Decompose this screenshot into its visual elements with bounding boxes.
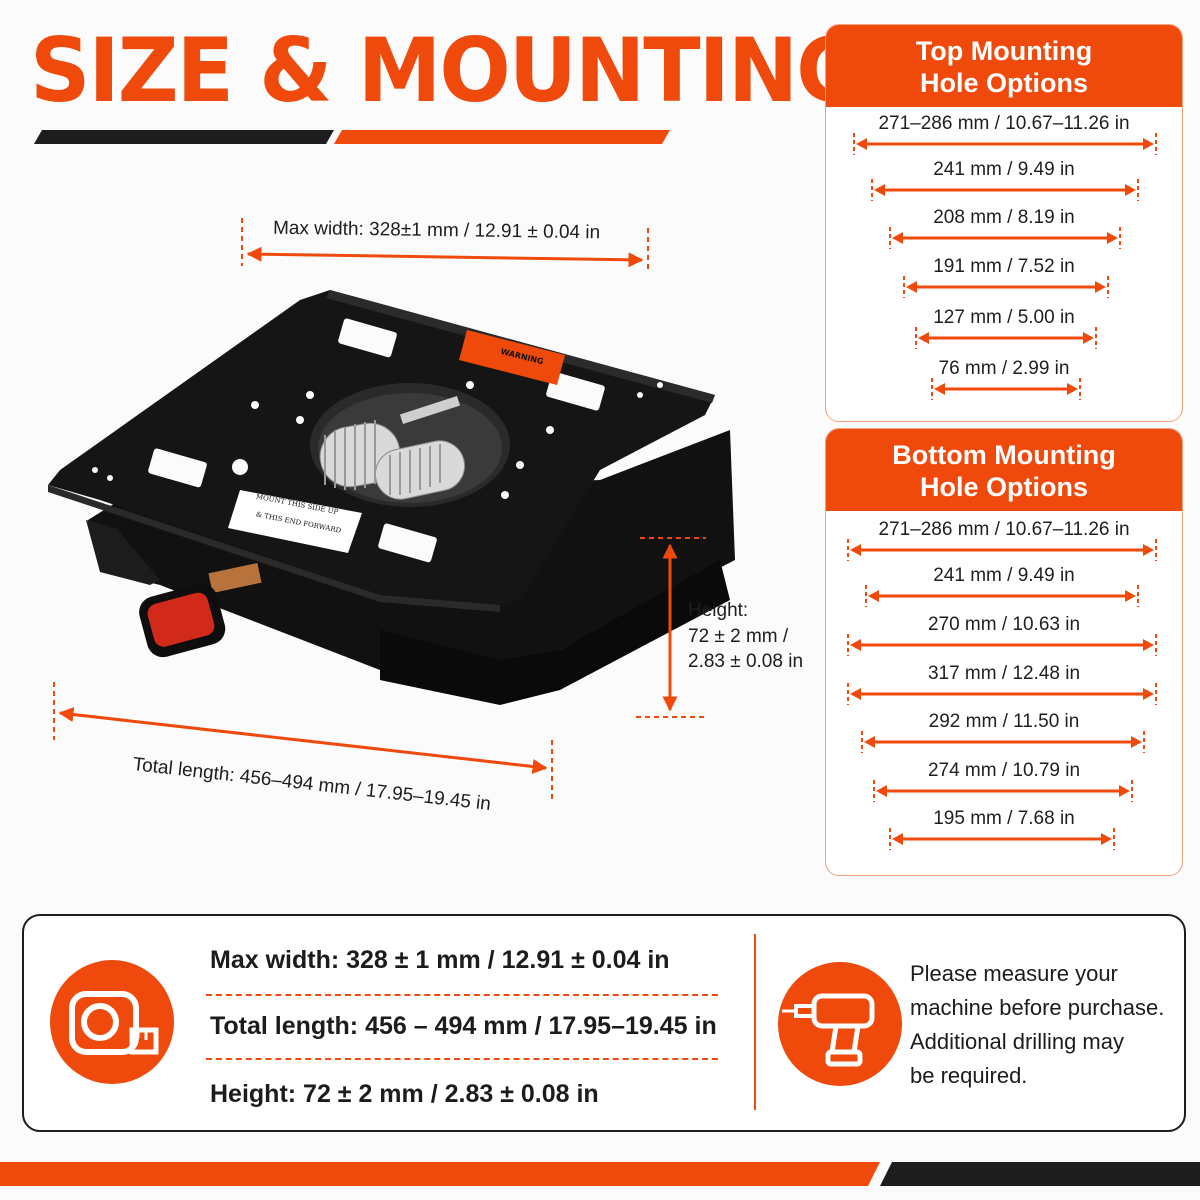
mounting-row-label: 76 mm / 2.99 in	[938, 358, 1070, 379]
mounting-row-label: 271–286 mm / 10.67–11.26 in	[878, 113, 1130, 134]
spec-summary-box	[22, 914, 1186, 1132]
note-line: Additional drilling may	[910, 1029, 1124, 1054]
note-line: machine before purchase.	[910, 995, 1165, 1020]
mounting-row-arrow	[889, 828, 1115, 850]
mounting-row-label: 208 mm / 8.19 in	[933, 207, 1075, 228]
drill-icon	[778, 962, 902, 1086]
mounting-row-label: 127 mm / 5.00 in	[933, 307, 1075, 328]
height-label-line1: Height:	[688, 600, 749, 621]
page-title: SIZE & MOUNTING	[30, 19, 865, 122]
bottom-mounting-title: Bottom Mounting Hole Options	[826, 429, 1182, 511]
seat-base-plate: WARNING MOUNT THIS SIDE UP & THIS END FO…	[48, 290, 735, 705]
top-mounting-title: Top Mounting Hole Options	[826, 25, 1182, 107]
mounting-row-label: 241 mm / 9.49 in	[933, 565, 1075, 586]
max-width-label: Max width: 328±1 mm / 12.91 ± 0.04 in	[272, 217, 601, 244]
mounting-row-label: 195 mm / 7.68 in	[933, 808, 1075, 829]
title-underline	[34, 130, 670, 144]
spec-separator	[206, 1058, 718, 1060]
spec-max-width: Max width: 328 ± 1 mm / 12.91 ± 0.04 in	[210, 946, 670, 974]
mounting-row-arrow	[847, 683, 1157, 705]
mounting-row-arrow	[873, 780, 1133, 802]
spec-total-length: Total length: 456 – 494 mm / 17.95–19.45…	[210, 1012, 717, 1040]
mounting-row-arrow	[865, 585, 1139, 607]
footer-stripe	[0, 1162, 1200, 1186]
height-label-line3: 2.83 ± 0.08 in	[688, 651, 804, 672]
mounting-row-arrow	[915, 327, 1097, 349]
mounting-row-arrow	[853, 133, 1157, 155]
mounting-row-arrow	[847, 539, 1157, 561]
mounting-row-arrow	[847, 634, 1157, 656]
mounting-row-arrow	[861, 731, 1145, 753]
note-line: Please measure your	[910, 961, 1118, 986]
note-line: be required.	[910, 1063, 1028, 1088]
mounting-row-arrow	[871, 179, 1139, 201]
tape-measure-icon	[50, 960, 174, 1084]
mounting-row-arrow	[889, 227, 1121, 249]
info-divider	[754, 934, 756, 1110]
mounting-row-label: 271–286 mm / 10.67–11.26 in	[878, 519, 1130, 540]
bottom-mounting-panel: Bottom Mounting Hole Options 271–286 mm …	[825, 428, 1183, 876]
mounting-row-label: 191 mm / 7.52 in	[933, 256, 1075, 277]
mounting-row-arrow	[903, 276, 1109, 298]
mounting-row-label: 317 mm / 12.48 in	[927, 663, 1081, 684]
top-mounting-panel: Top Mounting Hole Options 271–286 mm / 1…	[825, 24, 1183, 422]
mounting-row-label: 292 mm / 11.50 in	[928, 711, 1080, 732]
mounting-row-label: 241 mm / 9.49 in	[933, 159, 1075, 180]
mounting-row-label: 274 mm / 10.79 in	[927, 760, 1081, 781]
height-label-line2: 72 ± 2 mm /	[688, 626, 789, 647]
mounting-row-arrow	[931, 378, 1081, 400]
spec-height: Height: 72 ± 2 mm / 2.83 ± 0.08 in	[210, 1080, 599, 1108]
spec-separator	[206, 994, 718, 996]
mounting-row-label: 270 mm / 10.63 in	[927, 614, 1081, 635]
